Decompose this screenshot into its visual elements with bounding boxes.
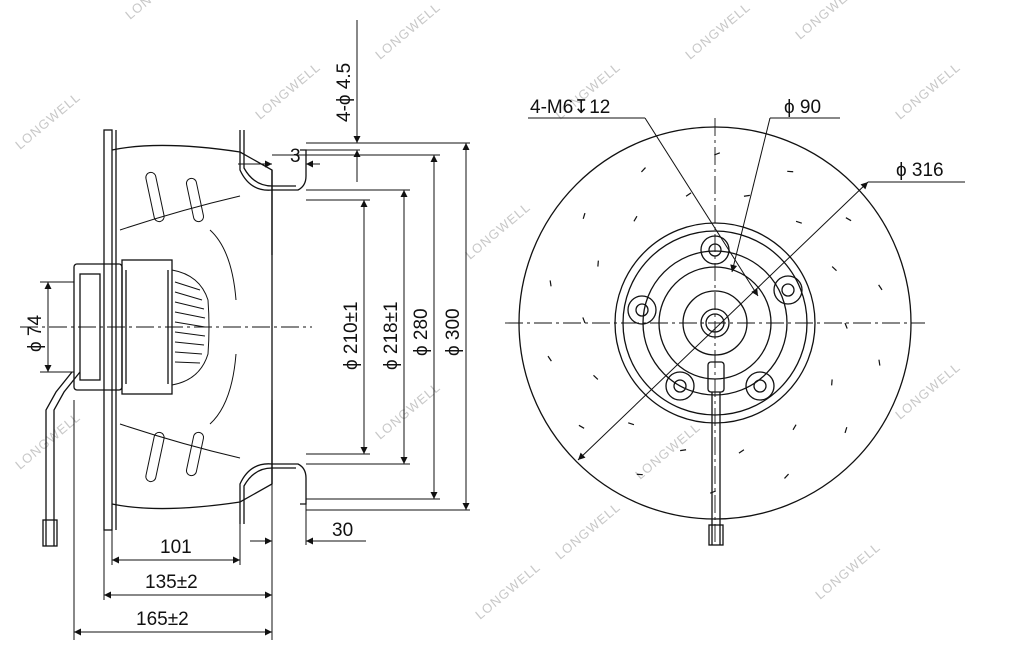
side-labels: 4-ϕ 4.5 3 ϕ 210±1 ϕ 218±1 ϕ 280 ϕ 300 ϕ … xyxy=(25,63,464,630)
impeller-outline-top xyxy=(111,144,273,255)
blade-tab xyxy=(633,215,638,222)
blade-tab xyxy=(582,212,586,220)
watermark-text: LONGWELL xyxy=(372,379,443,442)
watermark-text: LONGWELL xyxy=(462,199,533,262)
blade-tab xyxy=(709,490,716,494)
blade-tab xyxy=(547,355,552,362)
watermark-text: LONGWELL xyxy=(632,419,703,482)
label-len-135: 135±2 xyxy=(145,572,198,593)
label-d218: ϕ 218±1 xyxy=(381,301,402,370)
blade-tab xyxy=(845,217,852,222)
impeller-outline-bottom xyxy=(111,400,273,510)
watermark-text: LONGWELL xyxy=(792,0,863,42)
blade-tab xyxy=(878,359,881,366)
inlet-ring-bottom xyxy=(239,463,307,524)
dim-line-316 xyxy=(577,181,869,461)
blade-tab xyxy=(628,422,635,426)
cable xyxy=(45,371,81,546)
blade-slots xyxy=(119,171,241,483)
watermark-text: LONGWELL xyxy=(252,59,323,122)
leader-d90 xyxy=(730,117,771,273)
label-len-165: 165±2 xyxy=(136,609,189,630)
label-len-101: 101 xyxy=(160,537,192,558)
label-thread: 4-M6↧12 xyxy=(530,97,610,118)
blade-tab xyxy=(593,374,599,380)
label-d280: ϕ 280 xyxy=(411,308,432,356)
blade-tab xyxy=(680,449,687,452)
front-view xyxy=(505,118,925,546)
label-d90: ϕ 90 xyxy=(784,97,821,118)
label-d74: ϕ 74 xyxy=(25,315,46,352)
label-len-30: 30 xyxy=(332,520,353,541)
blade-tab xyxy=(641,167,646,173)
watermark-text: LONGWELL xyxy=(682,0,753,62)
label-flange-thk: 3 xyxy=(290,146,301,167)
front-labels: 4-M6↧12 ϕ 90 ϕ 316 xyxy=(530,97,944,181)
cable-exit xyxy=(707,361,725,393)
blade-tab xyxy=(685,192,692,197)
watermark-text: LONGWELL xyxy=(892,359,963,422)
back-plate xyxy=(103,129,113,531)
side-dimensions xyxy=(40,20,470,640)
blade-tab xyxy=(743,194,750,197)
blade-tab xyxy=(784,473,789,479)
watermark-text: LONGWELL xyxy=(552,499,623,562)
label-d300: ϕ 300 xyxy=(443,308,464,356)
blade-tab xyxy=(844,426,848,434)
blade-tab xyxy=(582,317,586,324)
blade-tab xyxy=(738,449,745,454)
blade-tab xyxy=(844,322,848,329)
side-view xyxy=(20,129,312,547)
watermark-text: LONGWELL xyxy=(12,409,83,472)
outer-disc xyxy=(518,126,912,520)
blade-tab xyxy=(578,424,585,429)
watermark-text: LONGWELL xyxy=(12,89,83,152)
blade-tab xyxy=(831,266,837,272)
label-d316: ϕ 316 xyxy=(896,160,944,181)
rotor-fins xyxy=(171,269,210,386)
blade-tab xyxy=(714,152,721,156)
mounting-lugs xyxy=(627,235,803,401)
watermark-text: LONGWELL xyxy=(472,559,543,622)
watermark-text: LONGWELL xyxy=(892,59,963,122)
label-hole: 4-ϕ 4.5 xyxy=(334,63,355,122)
blade-tab xyxy=(878,284,883,291)
blade-tab xyxy=(549,280,552,287)
watermark-text: LONGWELL xyxy=(372,0,443,62)
label-d210: ϕ 210±1 xyxy=(341,301,362,370)
watermark-text: LONGWELL xyxy=(812,539,883,602)
front-dimensions xyxy=(528,117,965,461)
inlet-ring-top xyxy=(239,130,307,191)
watermark-text: LONGWELL xyxy=(122,0,193,22)
blade-tab xyxy=(795,220,802,224)
blade-tab xyxy=(792,424,797,431)
